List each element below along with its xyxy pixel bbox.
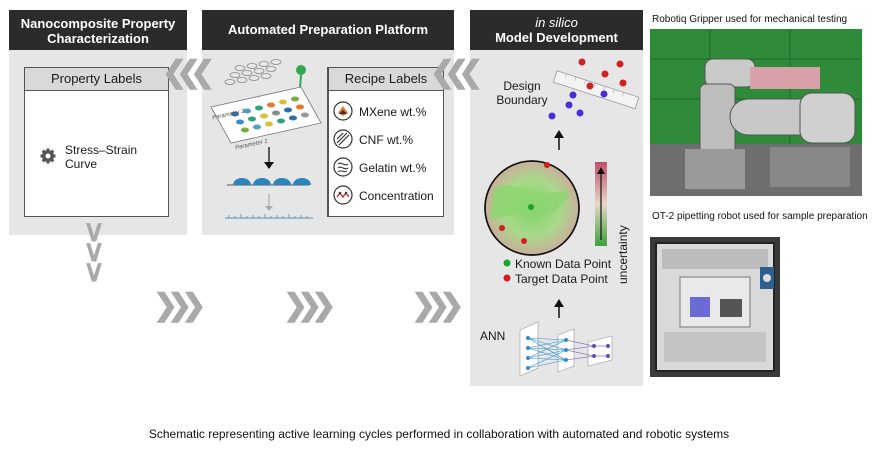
characterization-banner: Nanocomposite Property Characterization	[9, 10, 187, 50]
preparation-banner: Automated Preparation Platform	[202, 10, 454, 50]
legend-known-label: Known Data Point	[515, 257, 612, 271]
concentration-icon	[333, 185, 353, 205]
cnf-icon	[333, 129, 353, 149]
chevrons-left-2: ❮❮❮	[430, 56, 484, 89]
design-boundary-label: Design Boundary	[496, 79, 548, 107]
model-title: Model Development	[495, 30, 618, 45]
preparation-title: Automated Preparation Platform	[227, 22, 429, 37]
model-diagram	[484, 58, 640, 377]
model-banner: in silico Model Development	[470, 10, 643, 50]
recipe-gelatin: Gelatin wt.%	[359, 161, 427, 175]
chevrons-right-1: ❯❯❯	[153, 289, 207, 322]
chevrons-right-3: ❯❯❯	[411, 289, 465, 322]
ot2-photo	[650, 237, 780, 377]
gripper-caption: Robotiq Gripper used for mechanical test…	[652, 14, 848, 25]
ann-label: ANN	[480, 329, 506, 343]
stress-strain-label: Stress–Strain Curve	[65, 143, 138, 171]
mxene-icon	[333, 101, 353, 121]
figure-caption: Schematic representing active learning c…	[148, 427, 730, 441]
chevrons-right-2: ❯❯❯	[283, 289, 337, 322]
recipe-labels-title: Recipe Labels	[329, 68, 443, 91]
ot2-caption: OT-2 pipetting robot used for sample pre…	[652, 211, 868, 222]
chevrons-left-1: ❮❮❮	[162, 56, 216, 89]
recipe-cnf: CNF wt.%	[359, 133, 413, 147]
recipe-concentration: Concentration	[359, 189, 434, 203]
model-title-italic: in silico	[535, 15, 578, 30]
recipe-mxene: MXene wt.%	[359, 105, 427, 119]
gear-icon	[40, 148, 56, 164]
property-labels-box: Property Labels	[24, 67, 169, 217]
well-plate-diagram	[210, 59, 322, 219]
uncertainty-label: uncertainty	[616, 225, 630, 284]
chevrons-down: ∨∨∨	[83, 215, 105, 288]
gelatin-icon	[333, 157, 353, 177]
property-labels-title: Property Labels	[25, 68, 168, 91]
legend-target-label: Target Data Point	[515, 272, 608, 286]
characterization-title: Nanocomposite Property Characterization	[20, 16, 176, 46]
gripper-photo	[650, 29, 862, 196]
